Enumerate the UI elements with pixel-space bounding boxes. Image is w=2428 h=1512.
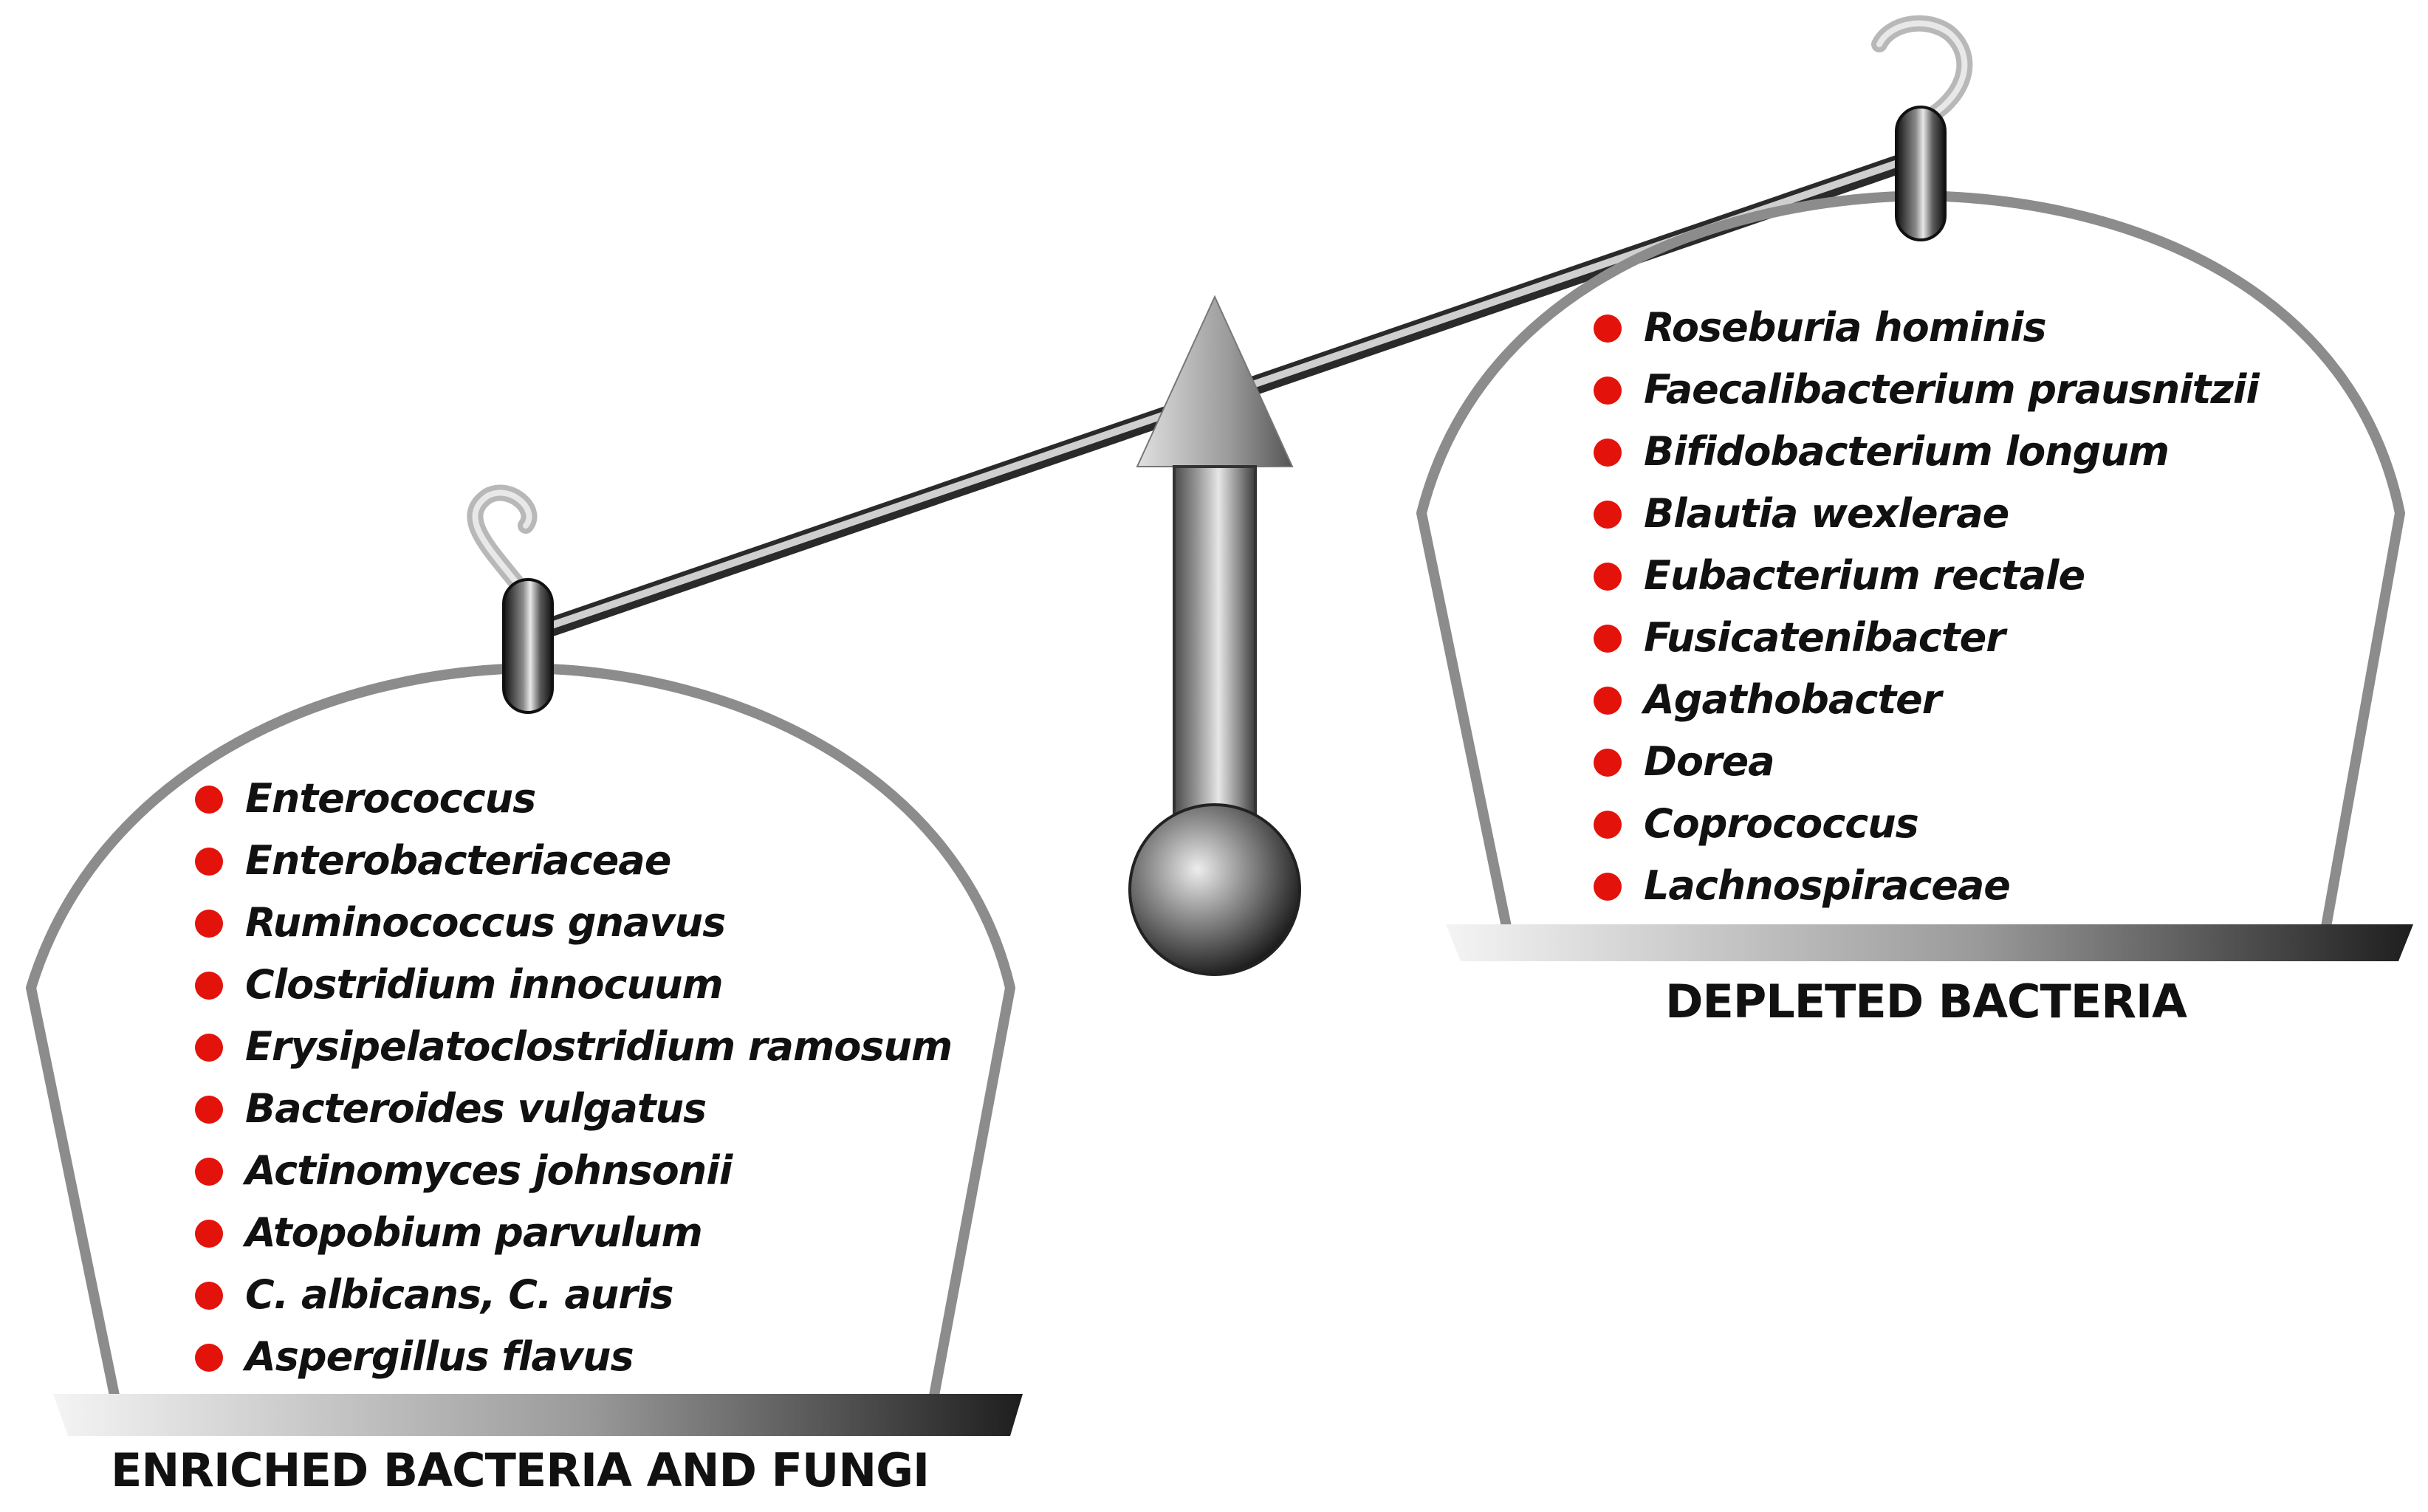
bullet-icon [1594,625,1622,653]
taxon-label: Aspergillus flavus [245,1333,634,1380]
taxon-label: Roseburia hominis [1644,304,2047,351]
taxon-label: Fusicatenibacter [1644,614,2006,661]
taxon-label: Enterobacteriaceae [245,837,671,884]
bullet-icon [1594,811,1622,839]
bullet-icon [1594,439,1622,467]
taxon-label: Lachnospiraceae [1644,862,2011,909]
taxon-label: Faecalibacterium prausnitzii [1644,366,2260,413]
taxon-label: Bacteroides vulgatus [245,1085,707,1132]
bullet-icon [195,1220,223,1248]
taxon-label: Ruminococcus gnavus [245,899,726,946]
left-pan-plate [53,1394,1023,1436]
pivot-arrow-icon [1136,295,1294,841]
bullet-icon [195,1034,223,1062]
bullet-icon [195,910,223,938]
taxon-label: Erysipelatoclostridium ramosum [245,1023,953,1070]
taxon-label: Agathobacter [1644,676,1941,723]
taxon-label: Eubacterium rectale [1644,552,2085,599]
bullet-icon [1594,749,1622,777]
taxon-label: Coprococcus [1644,800,1919,847]
bullet-icon [195,1158,223,1186]
ring-clip-icon [1895,106,1947,241]
bullet-icon [1594,501,1622,529]
bullet-icon [195,1344,223,1372]
taxon-label: Blautia wexlerae [1644,490,2009,537]
taxon-label: Atopobium parvulum [245,1209,703,1256]
bullet-icon [1594,563,1622,591]
ring-clip-icon [502,578,554,714]
bullet-icon [195,786,223,814]
bullet-icon [1594,873,1622,901]
counterweight-ball-icon [1128,803,1301,976]
taxon-label: Actinomyces johnsonii [245,1147,733,1194]
right-pan-plate [1446,924,2413,961]
bullet-icon [195,972,223,1000]
bullet-icon [195,1096,223,1124]
taxon-label: Clostridium innocuum [245,961,724,1008]
bullet-icon [1594,687,1622,715]
taxon-label: Dorea [1644,738,1775,785]
bullet-icon [1594,377,1622,405]
taxon-label: Enterococcus [245,775,536,822]
taxon-label: C. albicans, C. auris [245,1271,674,1318]
bullet-icon [1594,315,1622,343]
bullet-icon [195,848,223,876]
taxon-label: Bifidobacterium longum [1644,428,2170,475]
bullet-icon [195,1282,223,1310]
depleted-caption: DEPLETED BACTERIA [1665,975,2187,1028]
enriched-caption: ENRICHED BACTERIA AND FUNGI [111,1443,930,1497]
